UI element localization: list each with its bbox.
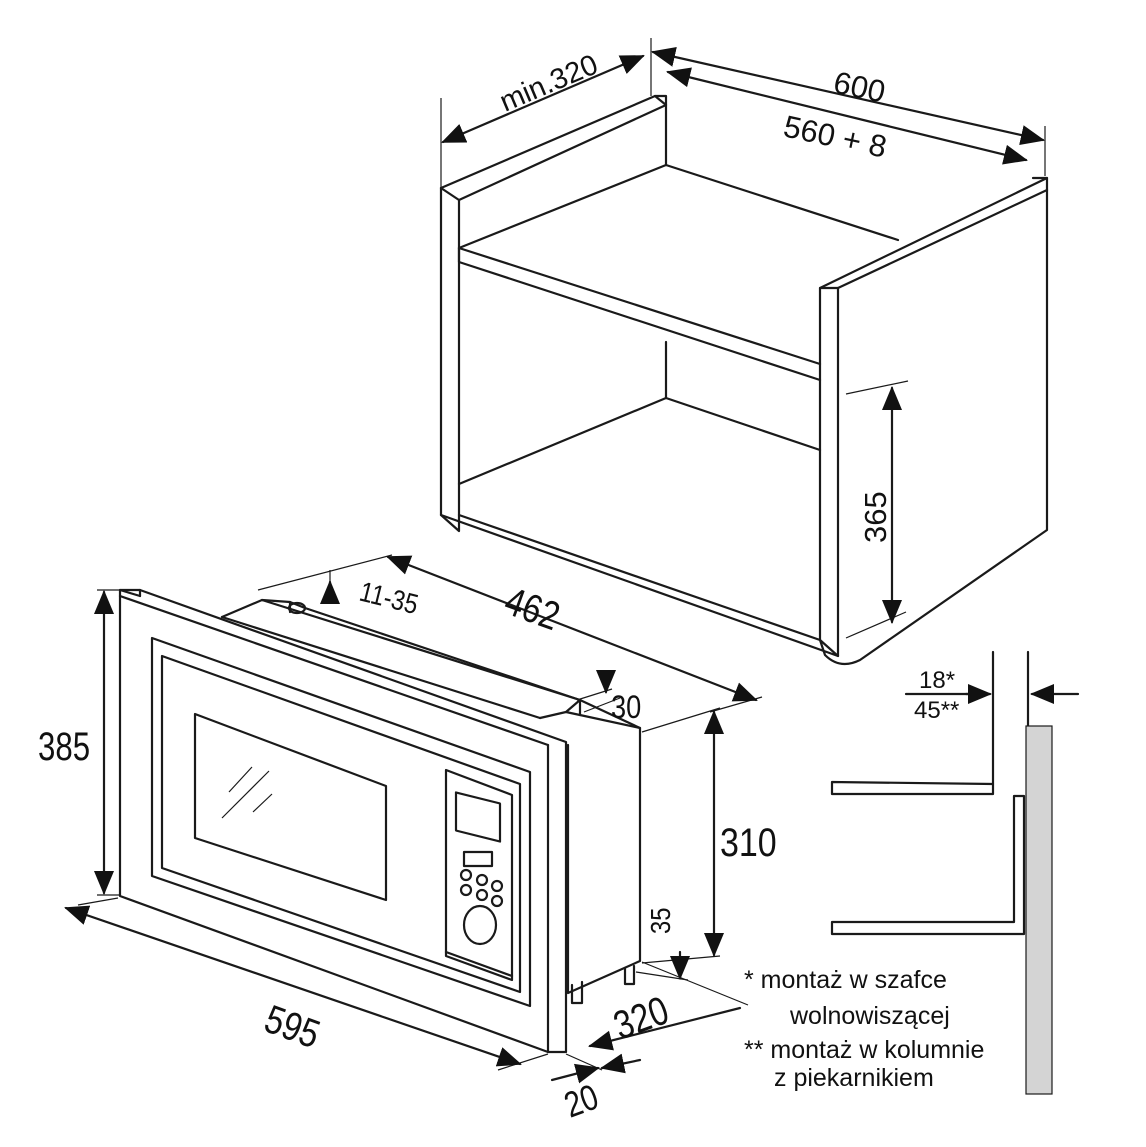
dim-frame-depth: 20 <box>559 1076 604 1125</box>
dim-appliance-width: 595 <box>259 996 326 1057</box>
dim-width-outer: 600 <box>831 65 889 110</box>
dim-niche-height: 365 <box>858 491 893 543</box>
dim-appliance-height: 385 <box>38 724 90 769</box>
note-line-3: ** montaż w kolumnie <box>744 1036 984 1064</box>
cabinet-drawing <box>439 94 1049 666</box>
note-line-4: z piekarnikiem <box>774 1064 934 1092</box>
dim-width-inner: 560 + 8 <box>781 109 890 165</box>
dim-top-range: 11-35 <box>356 575 421 621</box>
dim-foot-height: 35 <box>644 908 676 934</box>
note-line-2: wolnowiszącej <box>789 1002 950 1030</box>
note-line-1: * montaż w szafce <box>744 966 947 994</box>
dim-top-offset: 30 <box>611 690 641 726</box>
dim-body-depth: 462 <box>499 578 566 639</box>
microwave-drawing <box>118 588 642 1054</box>
side-section-detail <box>830 650 1080 1095</box>
cabinet-dimensions <box>440 38 1046 639</box>
microwave-dimensions <box>64 554 763 1084</box>
dim-body-height: 310 <box>720 819 777 864</box>
dim-thickness-b: 45** <box>914 697 959 724</box>
dim-thickness-a: 18* <box>919 667 955 694</box>
dim-min-depth: min.320 <box>495 49 602 119</box>
